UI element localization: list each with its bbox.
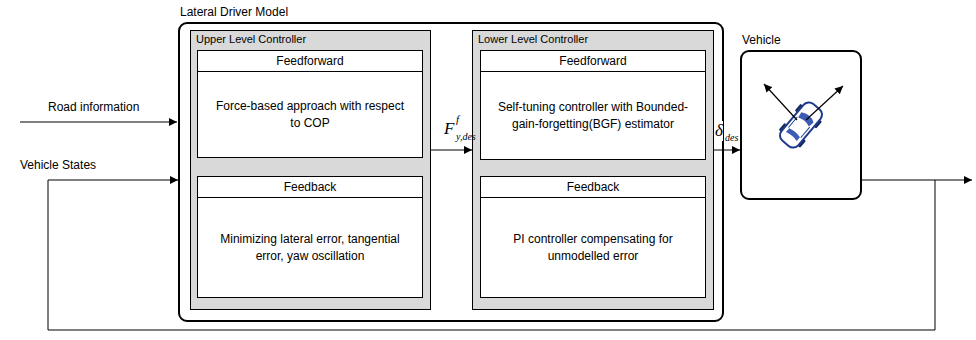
process-box: FeedforwardSelf-tuning controller with B… <box>480 50 706 160</box>
box-heading: Feedback <box>481 177 705 198</box>
car-windshield <box>797 110 815 127</box>
box-text: Minimizing lateral error, tangential err… <box>212 231 408 263</box>
input-arrow <box>20 122 177 123</box>
car-body <box>777 100 825 151</box>
controller-group: FeedforwardSelf-tuning controller with B… <box>472 30 714 310</box>
velocity-arrow <box>764 84 797 120</box>
box-body: Force-based approach with respect to COP <box>198 72 422 157</box>
group-heading: Lower Level Controller <box>473 31 713 47</box>
superscript: f <box>456 113 459 125</box>
signal-symbol: F <box>444 119 454 139</box>
box-text: Self-tuning controller with Bounded-gain… <box>495 99 691 131</box>
box-body: Minimizing lateral error, tangential err… <box>198 198 422 297</box>
process-box: FeedforwardForce-based approach with res… <box>197 50 423 158</box>
frame-heading: Lateral Driver Model <box>180 5 288 19</box>
input-label: Road information <box>48 100 139 114</box>
signal-symbol: δ <box>715 121 723 141</box>
box-text: Force-based approach with respect to COP <box>212 98 408 130</box>
output-arrow <box>935 180 972 181</box>
box-body: Self-tuning controller with Bounded-gain… <box>481 72 705 159</box>
frame-heading: Vehicle <box>742 33 781 47</box>
subscript: des <box>725 132 738 143</box>
car-line <box>801 127 810 138</box>
process-box: FeedbackMinimizing lateral error, tangen… <box>197 176 423 298</box>
force-arrow <box>806 86 843 120</box>
car-rear-window <box>786 127 801 141</box>
input-label: Vehicle States <box>20 158 96 172</box>
signal-arrow <box>714 150 740 151</box>
box-text: PI controller compensating for unmodelle… <box>495 231 691 263</box>
signal-arrow <box>431 150 472 151</box>
process-box: Feedback PI controller compensating for u… <box>480 176 706 298</box>
model-frame: FeedforwardForce-based approach with res… <box>178 22 724 322</box>
box-heading: Feedback <box>198 177 422 198</box>
car-illustration <box>775 98 827 153</box>
box-heading: Feedforward <box>481 51 705 72</box>
box-body: PI controller compensating for unmodelle… <box>481 198 705 297</box>
group-heading: Upper Level Controller <box>191 31 430 47</box>
vehicle-box: Vehicle <box>740 50 862 200</box>
controller-group: FeedforwardForce-based approach with res… <box>190 30 431 310</box>
box-heading: Feedforward <box>198 51 422 72</box>
